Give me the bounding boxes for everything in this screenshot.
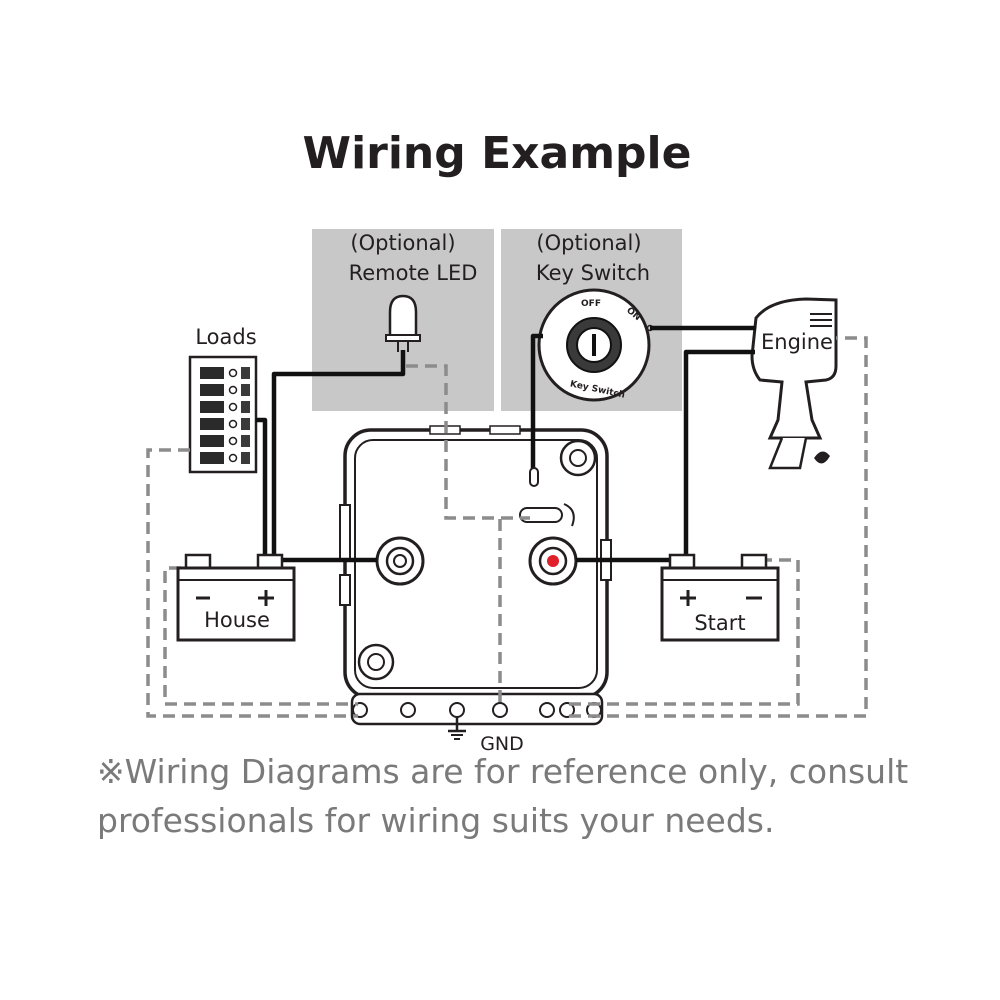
gnd-label: GND [480,733,524,755]
start-battery-label: Start [694,611,745,635]
loads-label: Loads [195,325,256,349]
remote-led-optional-label: (Optional) [350,231,455,255]
loads-fuse-panel-icon [188,355,258,474]
key-switch-optional-label: (Optional) [536,231,641,255]
engine-label: Engine [761,330,833,354]
disclaimer-line-2: professionals for wiring suits your need… [97,801,774,840]
diagram-title: Wiring Example [303,128,692,179]
start-terminal-stud [528,536,578,586]
ground-icon [448,717,466,740]
engine-icon [750,297,838,470]
key-switch-icon: OFF ON Key Switch [537,288,654,402]
led-icon [385,294,421,352]
house-terminal-stud [375,536,425,586]
house-battery-label: House [204,608,270,632]
key-switch-label: Key Switch [536,261,650,285]
disclaimer-line-1: ※Wiring Diagrams are for reference only,… [97,752,908,791]
dashed-wires [146,336,868,718]
key-switch-off-label: OFF [581,299,601,309]
base-terminals [352,702,602,718]
start-battery-icon [660,553,780,642]
remote-led-label: Remote LED [349,261,478,285]
house-battery-icon [176,553,296,642]
